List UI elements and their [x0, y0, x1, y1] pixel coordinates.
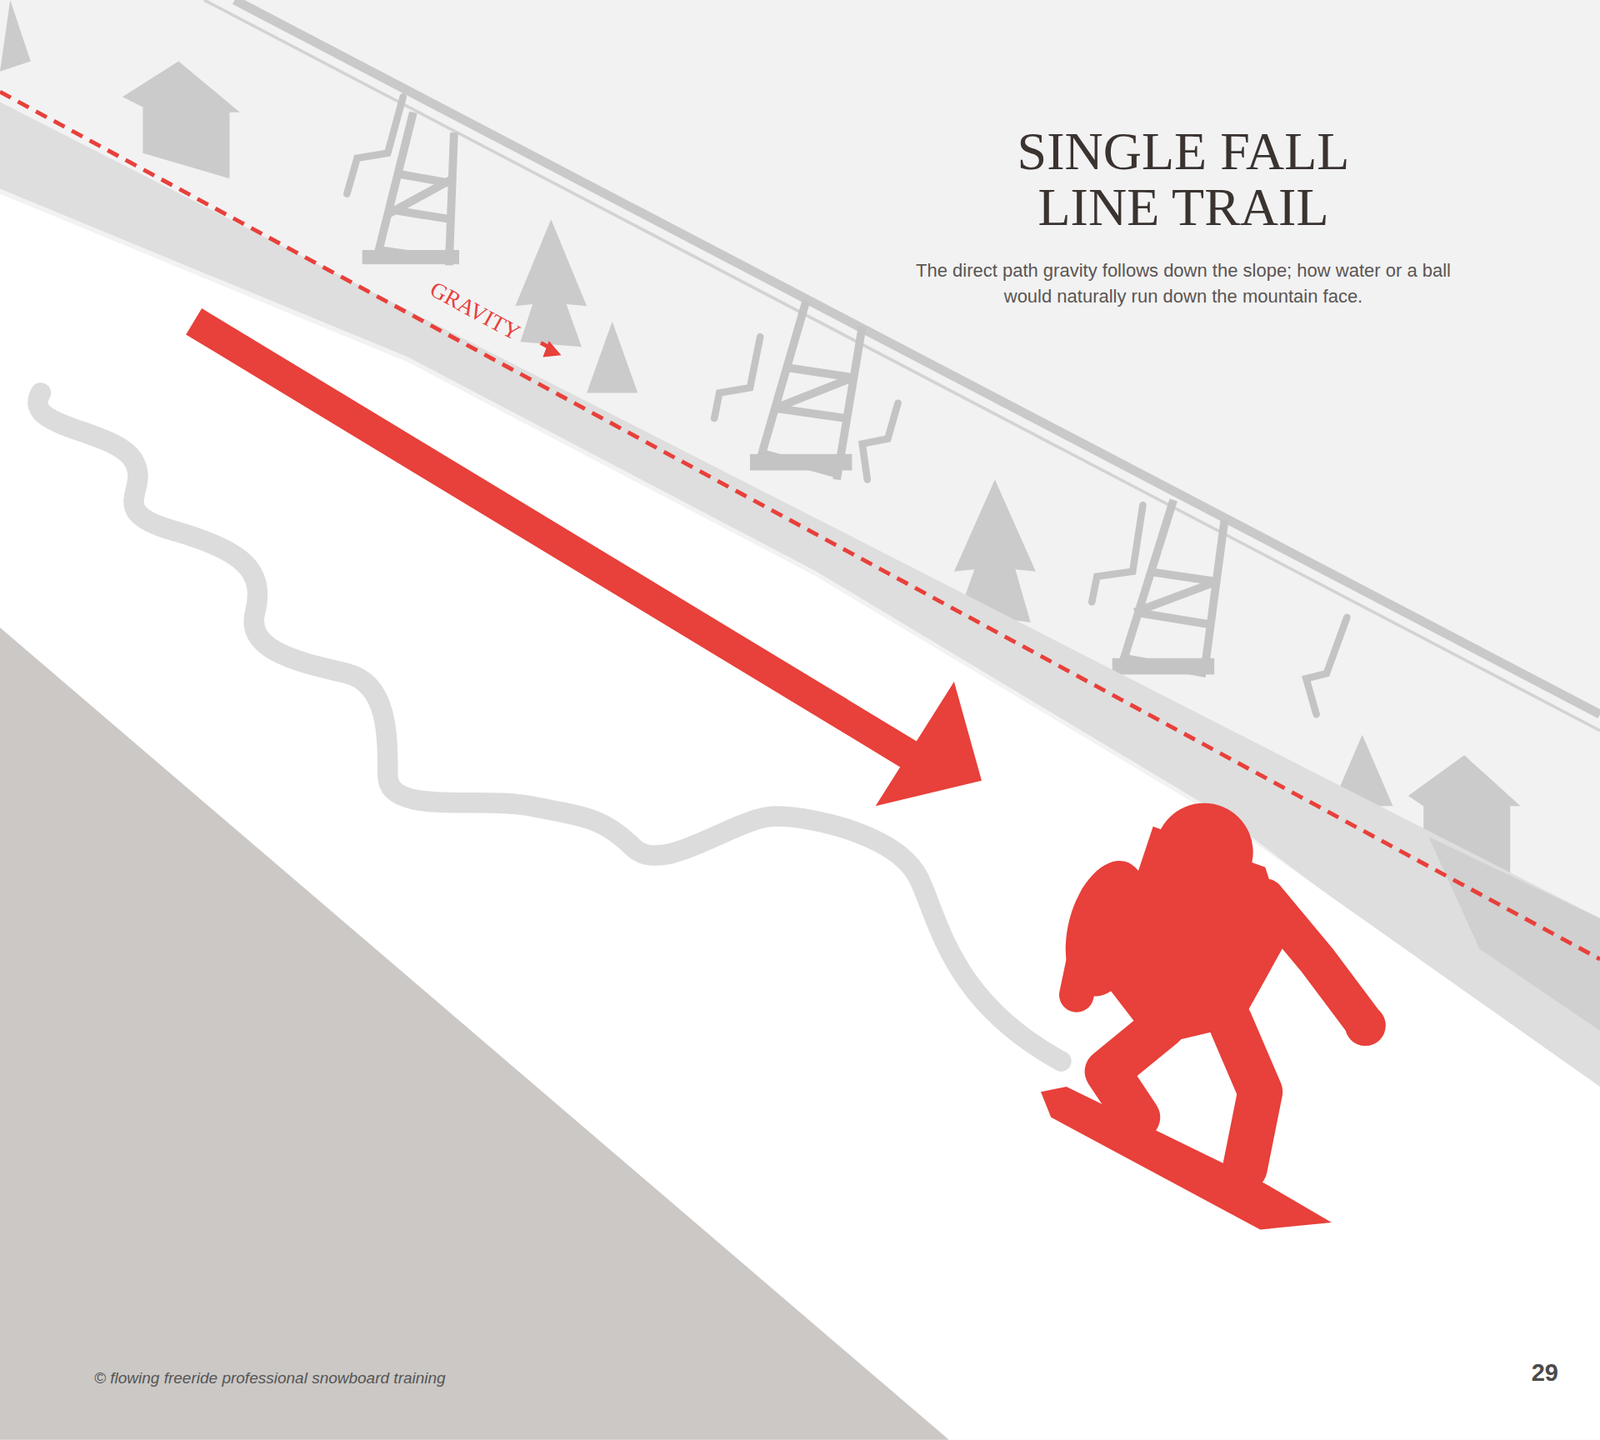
snow-slope: [0, 194, 1600, 1440]
page-caption-holder: The direct path gravity follows down the…: [895, 258, 1471, 310]
fall-line-arrowhead: [875, 681, 982, 806]
fall-line-arrow: [194, 321, 925, 764]
page-title: SINGLE FALL LINE TRAIL: [941, 123, 1425, 235]
gravity-mini-arrowhead: [542, 340, 561, 358]
page-caption: The direct path gravity follows down the…: [895, 258, 1471, 310]
turning-track: [37, 392, 1061, 1061]
ground-wedge: [0, 627, 950, 1440]
page-title-holder: SINGLE FALL LINE TRAIL: [941, 123, 1425, 235]
copyright-note: © flowing freeride professional snowboar…: [94, 1369, 678, 1389]
fall-line-dashed: [0, 91, 1600, 960]
page-number: 29: [1491, 1358, 1559, 1388]
copyright-note-holder: © flowing freeride professional snowboar…: [94, 1369, 678, 1389]
snowboarder-silhouette: [1040, 803, 1386, 1230]
page-number-holder: 29: [1491, 1358, 1559, 1388]
